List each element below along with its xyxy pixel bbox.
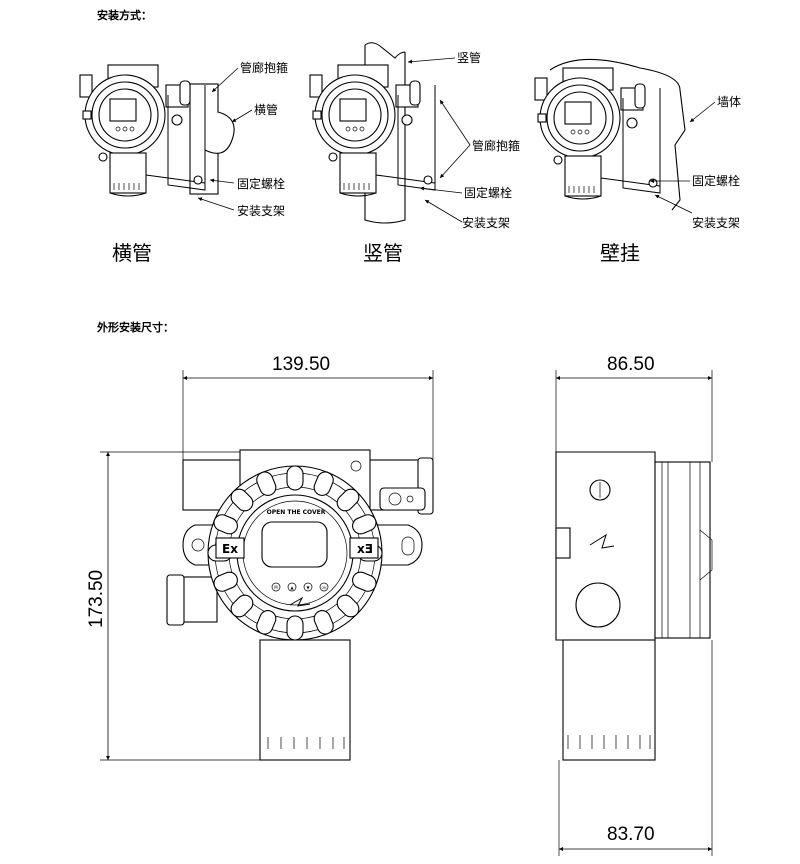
cover-flute [213, 514, 238, 535]
label-vertical-pipe: 竖管 [457, 50, 481, 65]
cover-text: OPEN THE COVER [267, 509, 326, 516]
front-view: OPEN THE COVER Ex Ex M ▲ ▼ OK [166, 449, 434, 761]
brand-logo-icon [589, 533, 615, 549]
cover-flute [352, 571, 377, 592]
cover-flute [336, 488, 360, 512]
label-mount-bracket: 安装支架 [237, 203, 285, 218]
install-vertical-pipe: 竖管 管廊抱箍 固定螺栓 安装支架 竖管 [309, 42, 520, 265]
cover-flute [256, 610, 277, 635]
label-fixing-bolt: 固定螺栓 [692, 173, 740, 188]
front-buttons: M ▲ ▼ OK [271, 582, 329, 592]
button-down: ▼ [306, 585, 310, 590]
label-wall: 墙体 [717, 95, 741, 109]
dimensions-section-title: 外形安装尺寸： [96, 320, 174, 334]
label-mount-bracket: 安装支架 [462, 215, 510, 230]
cover-flute [230, 488, 254, 512]
lcd-window [261, 521, 328, 568]
cover-flute [313, 471, 334, 496]
caption-vertical: 竖管 [363, 241, 403, 265]
cover-flute [336, 594, 360, 618]
cover-flute [286, 465, 304, 491]
front-height-value: 173.50 [86, 570, 107, 628]
installation-section-title: 安装方式： [97, 8, 152, 22]
caption-wall: 壁挂 [600, 241, 640, 265]
label-fixing-bolt: 固定螺栓 [237, 176, 285, 191]
caption-horizontal: 横管 [112, 241, 152, 265]
front-dimensions: 139.50 173.50 [86, 354, 434, 761]
cover-flute [230, 594, 254, 618]
install-wall: 墙体 固定螺栓 安装支架 壁挂 [534, 58, 741, 265]
sensor-vents [567, 735, 651, 749]
cover-flute [256, 471, 277, 496]
label-horizontal-pipe: 横管 [254, 102, 278, 117]
cover-flute [352, 514, 377, 535]
side-dimensions: 86.50 83.70 [555, 354, 713, 856]
button-up: ▲ [290, 585, 294, 590]
label-fixing-bolt: 固定螺栓 [464, 185, 512, 200]
side-depth-bottom-value: 83.70 [607, 824, 655, 845]
button-m: M [274, 585, 278, 590]
brand-logo-icon [289, 596, 311, 607]
label-pipe-clamp: 管廊抱箍 [240, 60, 288, 75]
label-pipe-clamp: 管廊抱箍 [472, 138, 520, 153]
cover-flute [213, 571, 238, 592]
ex-mark-mirrored: Ex [357, 542, 373, 556]
front-width-value: 139.50 [272, 354, 330, 375]
install-horizontal-pipe: 管廊抱箍 横管 固定螺栓 安装支架 横管 [79, 60, 288, 265]
side-view [555, 451, 713, 761]
ex-mark: Ex [222, 542, 238, 556]
sensor-vents [267, 737, 345, 749]
horizontal-pipe [204, 111, 235, 154]
side-depth-top-value: 86.50 [607, 354, 655, 375]
cover-flute [313, 610, 334, 635]
label-mount-bracket: 安装支架 [692, 215, 740, 230]
cover-flute [286, 615, 304, 641]
button-ok: OK [321, 586, 327, 590]
